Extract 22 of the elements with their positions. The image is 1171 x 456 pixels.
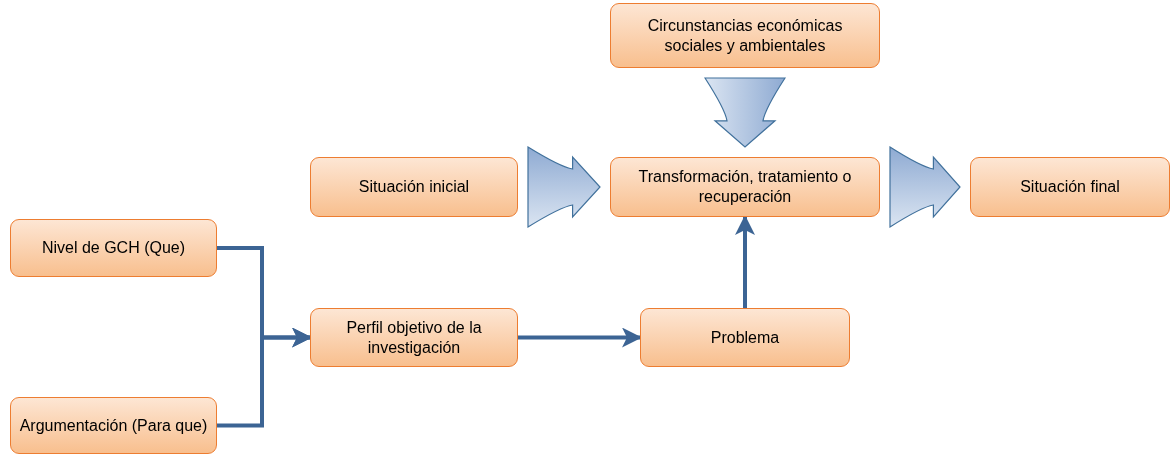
arrow bbox=[518, 327, 642, 348]
arrow bbox=[217, 327, 312, 428]
process-box bbox=[310, 157, 518, 217]
process-box bbox=[610, 3, 880, 68]
process-box bbox=[10, 397, 217, 454]
block-arrow bbox=[889, 146, 961, 228]
process-box bbox=[640, 308, 850, 367]
box-label: Situación inicial bbox=[357, 177, 471, 197]
arrow bbox=[735, 215, 755, 308]
box-label: Circunstancias económicas sociales y ambientales bbox=[646, 15, 844, 56]
box-label: Problema bbox=[709, 327, 781, 348]
process-box bbox=[310, 308, 518, 367]
block-arrow bbox=[704, 77, 786, 148]
box-label: Nivel de GCH (Que) bbox=[40, 238, 187, 258]
box-label: Situación final bbox=[1019, 177, 1121, 197]
process-box bbox=[610, 157, 880, 217]
process-box bbox=[970, 157, 1170, 217]
block-arrow bbox=[527, 146, 601, 228]
process-box bbox=[10, 219, 217, 277]
box-label: Transformación, tratamiento o recuperación bbox=[637, 167, 853, 207]
box-label: Argumentación (Para que) bbox=[18, 415, 209, 436]
box-label: Perfil objetivo de la investigación bbox=[345, 317, 483, 358]
